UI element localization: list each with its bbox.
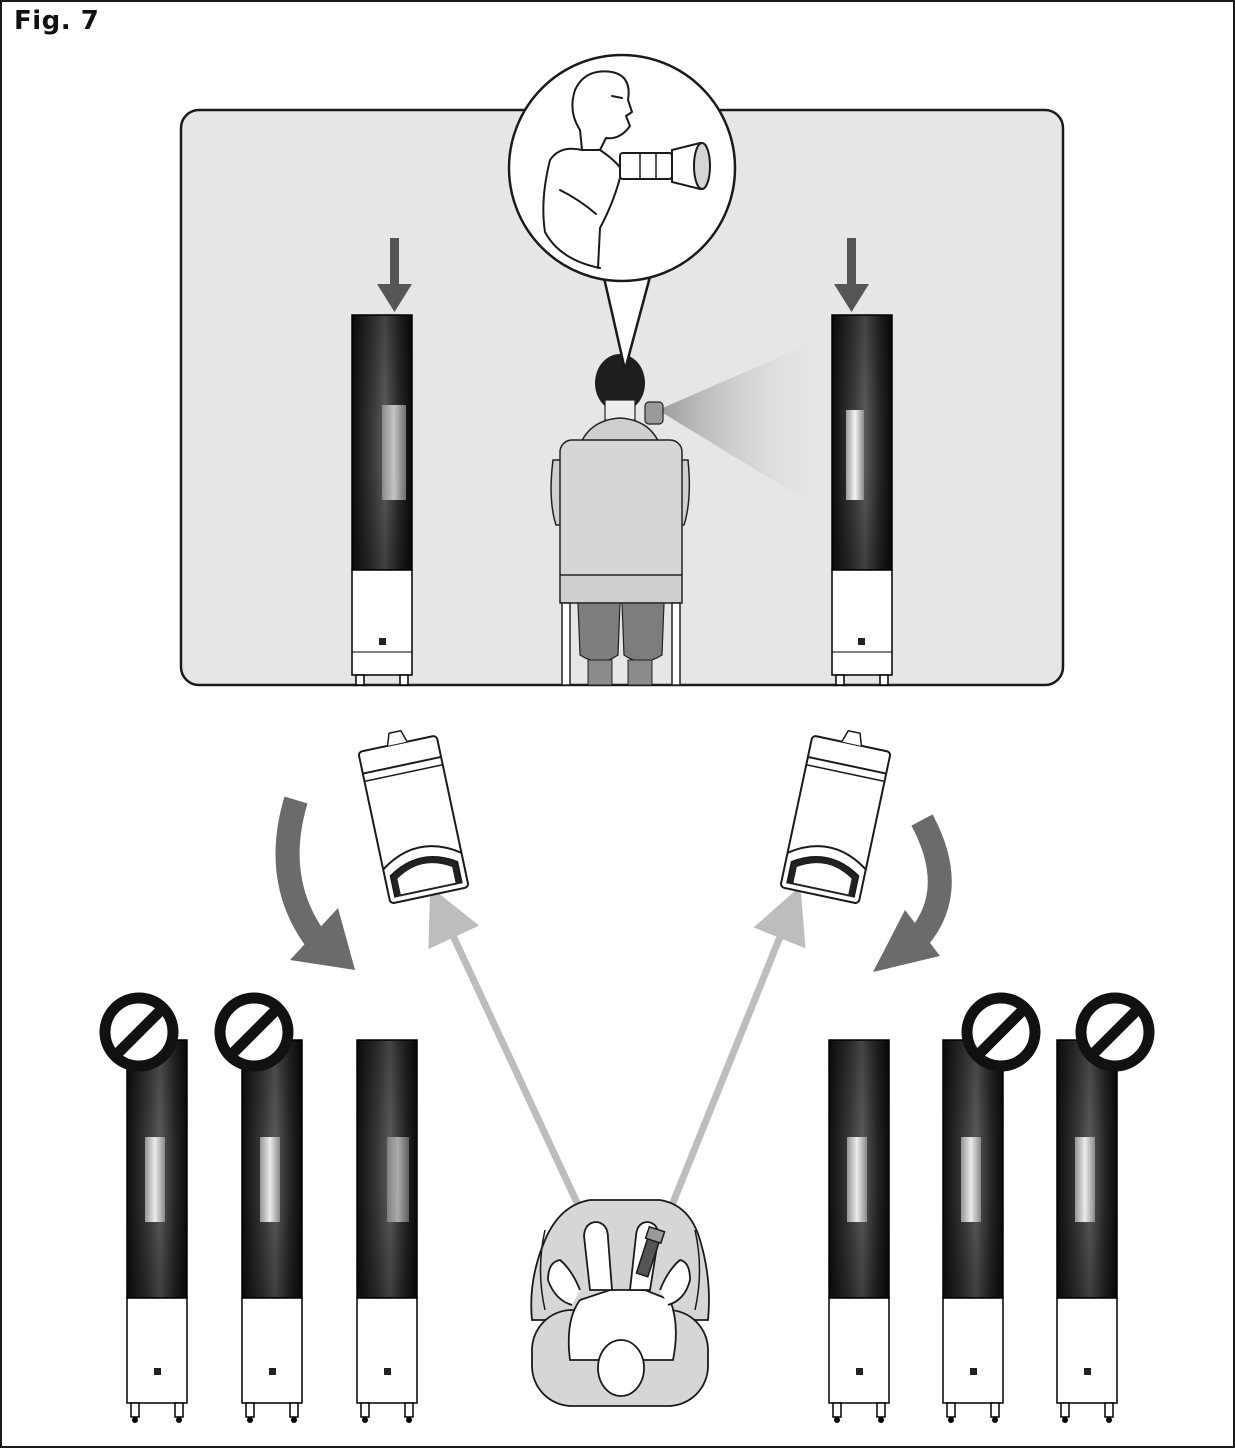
speaker-right — [831, 314, 893, 686]
rotated-speaker-left — [357, 729, 469, 904]
speaker-left — [351, 314, 413, 686]
magnified-flashlight-detail — [507, 53, 737, 372]
front-view-room — [179, 53, 1065, 687]
down-arrow-left — [377, 238, 412, 312]
tower-speaker-4 — [828, 1039, 890, 1423]
top-view — [99, 729, 1155, 1423]
curved-arrow-left — [275, 796, 355, 970]
prohibited-icon — [99, 992, 179, 1072]
person-with-flashlight — [550, 354, 691, 686]
speaker-row — [99, 992, 1155, 1423]
prohibited-icon — [961, 992, 1041, 1072]
figure-label: Fig. 7 — [14, 6, 100, 36]
tower-speaker-3 — [356, 1039, 418, 1423]
down-arrow-right — [834, 238, 869, 312]
tower-speaker-2 — [214, 992, 303, 1423]
rotated-speaker-right — [780, 729, 892, 904]
curved-arrow-right — [873, 814, 952, 972]
sightline-left — [428, 886, 596, 1237]
sightline-right — [656, 886, 806, 1237]
tower-speaker-1 — [99, 992, 188, 1423]
listener-armchair-top — [530, 1199, 710, 1407]
prohibited-icon — [1075, 992, 1155, 1072]
tower-speaker-5 — [942, 992, 1041, 1423]
prohibited-icon — [214, 992, 294, 1072]
flashlight-beam — [658, 335, 830, 515]
tower-speaker-6 — [1056, 992, 1155, 1423]
